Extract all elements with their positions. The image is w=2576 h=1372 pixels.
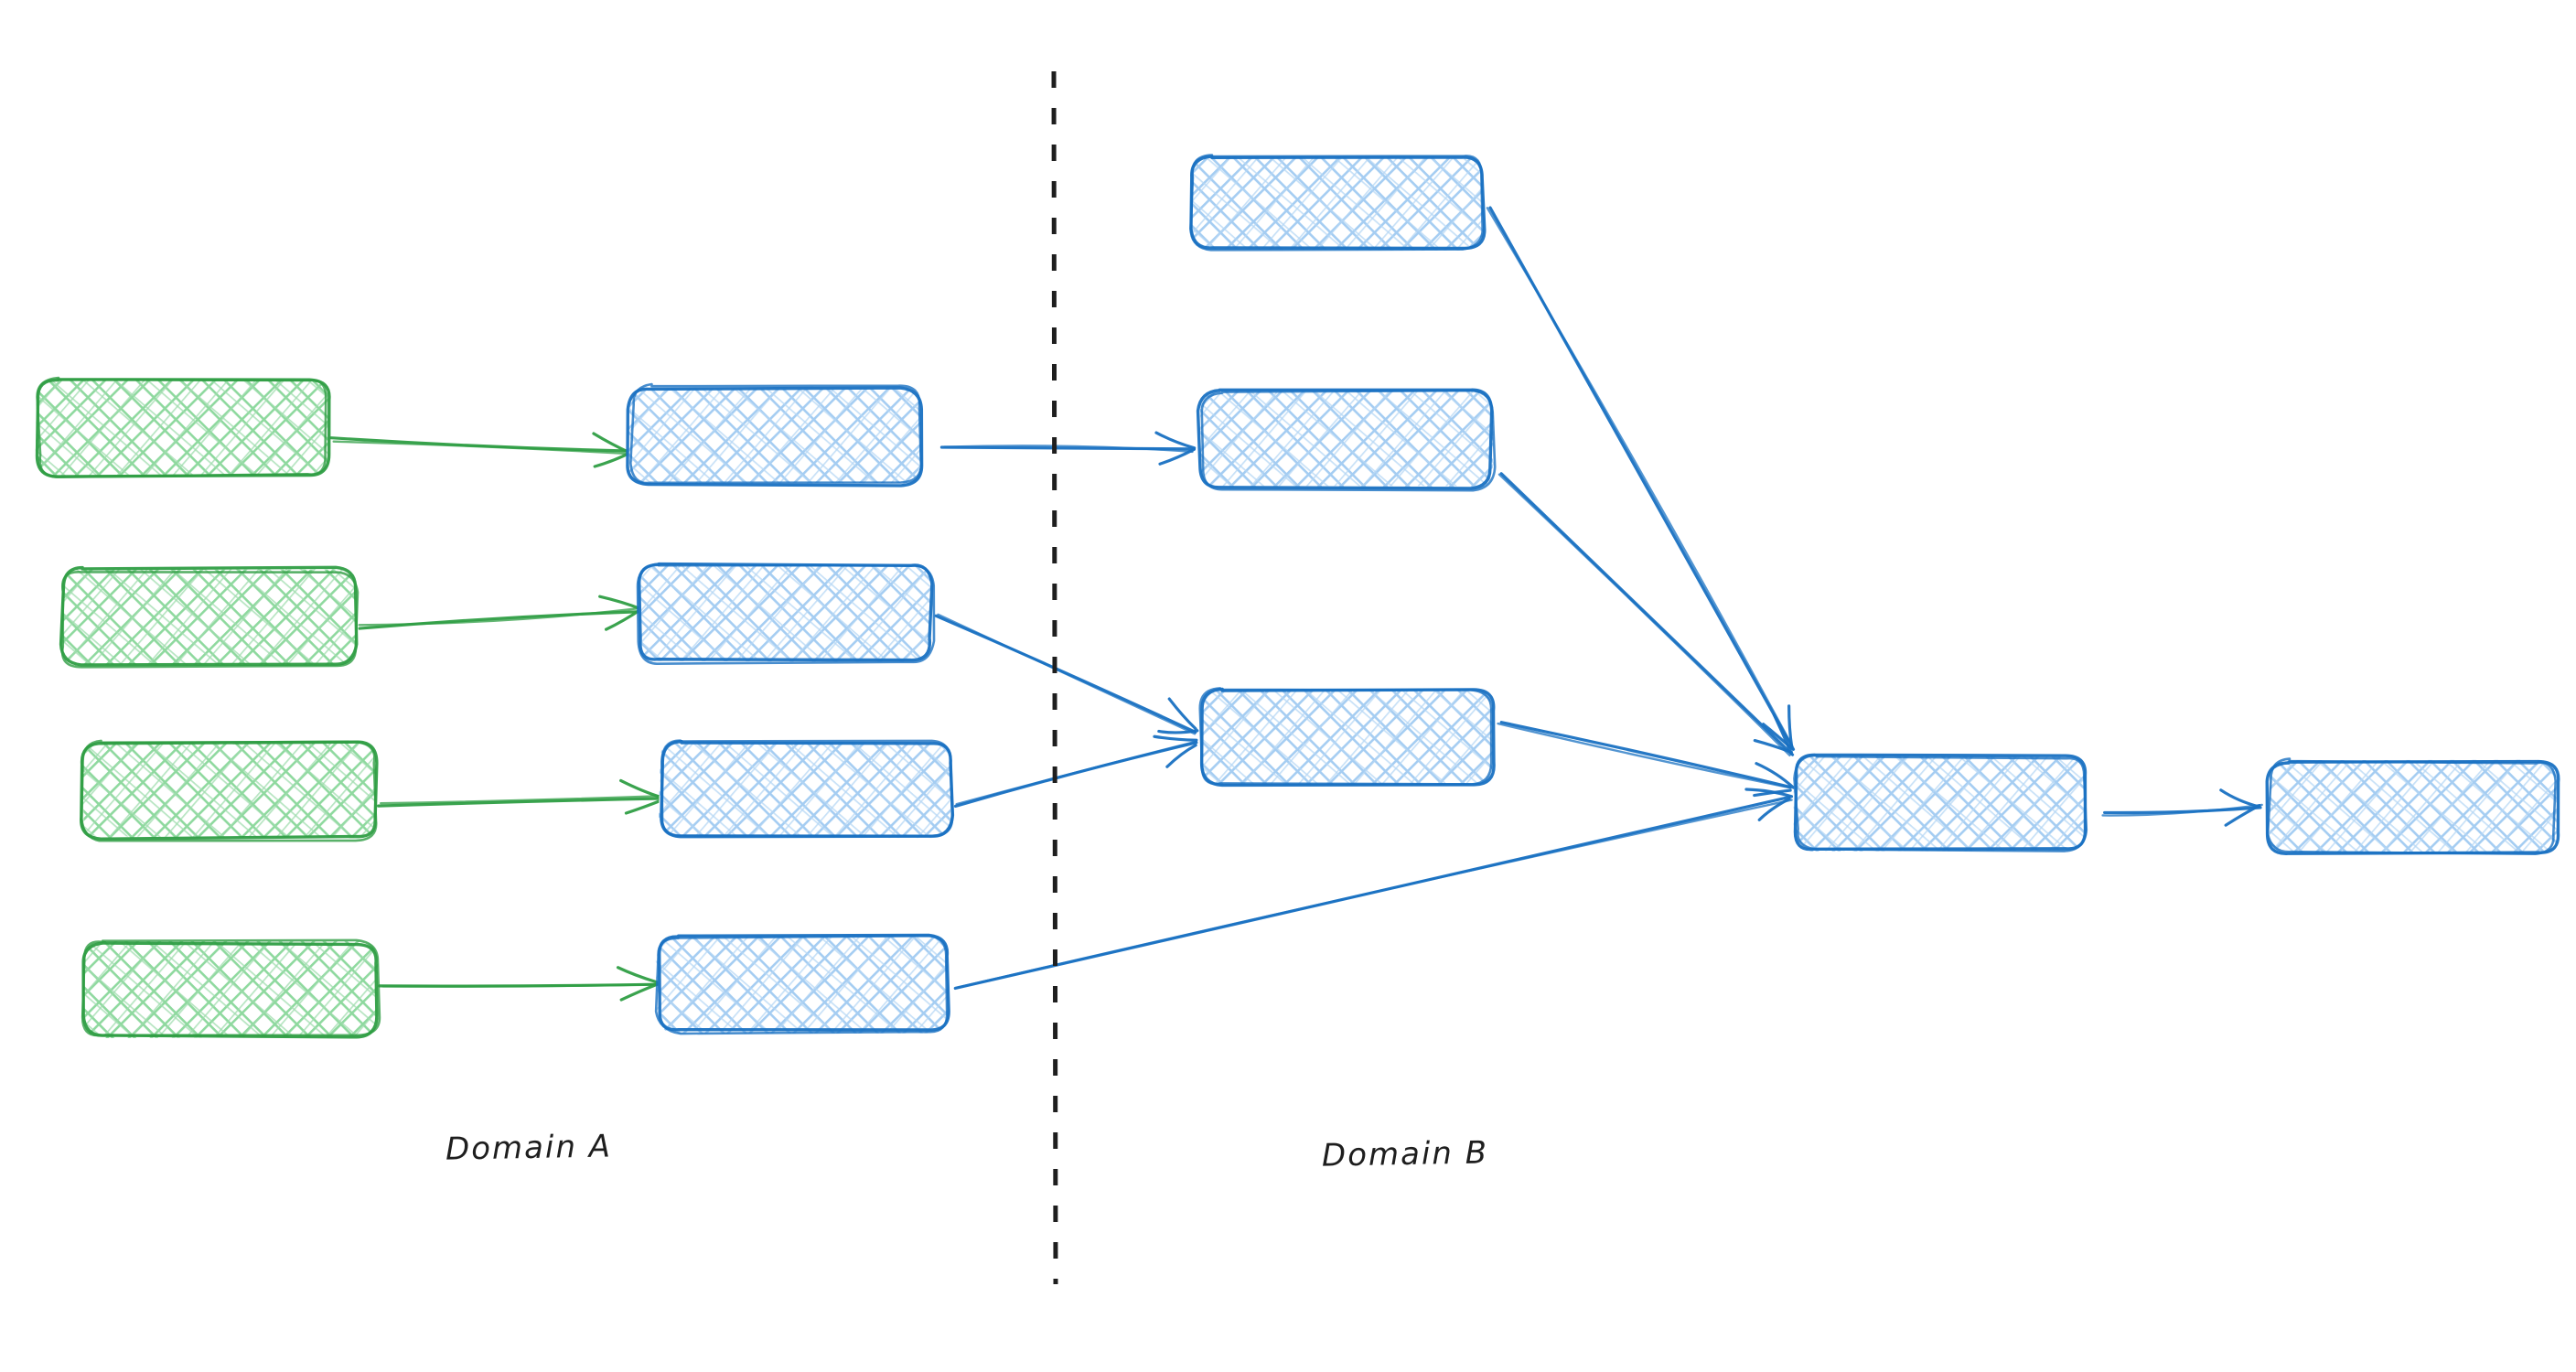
- edge-e-b7[interactable]: [953, 788, 1794, 991]
- node-b-node-2[interactable]: [1196, 388, 1497, 492]
- edge-e-a4[interactable]: [378, 966, 660, 1002]
- node-b-node-3[interactable]: [1198, 687, 1496, 788]
- edge-e-b6[interactable]: [1497, 721, 1796, 798]
- node-a-src-1[interactable]: [35, 376, 331, 478]
- edge-layer: [329, 206, 2263, 1002]
- edge-e-b8[interactable]: [2101, 788, 2263, 827]
- node-layer: [35, 154, 2560, 1039]
- edge-e-b2[interactable]: [934, 613, 1199, 735]
- divider-layer: [1051, 70, 1058, 1285]
- edge-e-a2[interactable]: [358, 595, 644, 631]
- edge-e-a1[interactable]: [329, 432, 634, 468]
- node-a-proc-4[interactable]: [654, 933, 950, 1035]
- edge-e-b5[interactable]: [1497, 472, 1795, 757]
- label-domain-a: Domain A: [445, 1128, 613, 1168]
- edge-e-b3[interactable]: [953, 734, 1198, 809]
- node-a-src-3[interactable]: [80, 739, 379, 842]
- node-a-src-4[interactable]: [80, 938, 381, 1039]
- node-a-src-2[interactable]: [59, 565, 360, 669]
- edge-e-b1[interactable]: [939, 431, 1197, 466]
- node-a-proc-3[interactable]: [658, 739, 955, 839]
- node-b-hub[interactable]: [1793, 753, 2088, 852]
- node-b-node-1[interactable]: [1189, 154, 1487, 252]
- node-b-final[interactable]: [2265, 757, 2560, 855]
- node-a-proc-1[interactable]: [626, 382, 924, 488]
- domain-divider: [1051, 70, 1058, 1285]
- node-a-proc-2[interactable]: [636, 562, 936, 665]
- edge-e-b4[interactable]: [1486, 206, 1796, 751]
- edge-e-a3[interactable]: [377, 778, 664, 815]
- label-domain-b: Domain B: [1321, 1134, 1489, 1174]
